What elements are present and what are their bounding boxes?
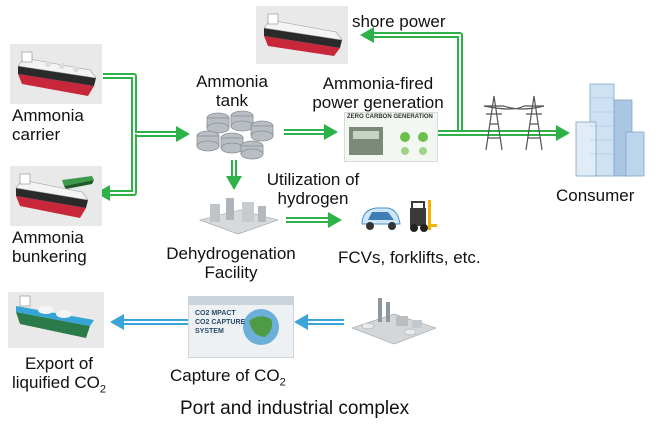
- ammonia-carrier-ship-icon: [10, 44, 102, 104]
- label-export-co2: Export of liquified CO2: [12, 354, 106, 396]
- label-fcvs: FCVs, forklifts, etc.: [338, 248, 481, 267]
- label-shore-power: shore power: [352, 12, 446, 31]
- co2-export-ship-icon: [8, 292, 104, 348]
- arrow-power-to-shore: [360, 27, 463, 133]
- capture-system-text: CO2 MPACT CO2 CAPTURE SYSTEM: [195, 310, 246, 335]
- power-panel-text: ZERO CARBON GENERATION: [347, 114, 433, 120]
- arrow-carrier-to-bunkering: [96, 134, 137, 201]
- arrow-carrier-to-tank: [103, 73, 190, 142]
- footer-title: Port and industrial complex: [180, 398, 410, 419]
- arrow-capture-to-export: [110, 314, 190, 330]
- dehydrogenation-factory-icon: [196, 190, 282, 238]
- arrow-dehydrogenation-to-fcv: [286, 212, 342, 228]
- car-icon: [358, 202, 402, 232]
- ammonia-bunkering-ship-icon: [10, 166, 102, 226]
- forklift-icon: [404, 198, 438, 234]
- shore-power-ship-icon: [256, 6, 348, 64]
- arrow-tank-to-power: [284, 124, 338, 140]
- label-capture-co2: Capture of CO2: [170, 366, 286, 389]
- ammonia-tank-icon: [194, 108, 278, 162]
- arrow-power-to-consumer: [438, 125, 570, 141]
- co2-capture-system-icon: CO2 MPACT CO2 CAPTURE SYSTEM: [188, 296, 294, 358]
- label-consumer: Consumer: [556, 186, 635, 205]
- building-icon: [574, 78, 646, 178]
- industrial-complex-icon: [348, 292, 440, 354]
- arrow-tank-to-dehydrogenation: [226, 160, 242, 190]
- arrow-industry-to-capture: [294, 314, 344, 330]
- pylon-icon: [476, 90, 556, 152]
- power-plant-panel-icon: ZERO CARBON GENERATION: [344, 112, 438, 162]
